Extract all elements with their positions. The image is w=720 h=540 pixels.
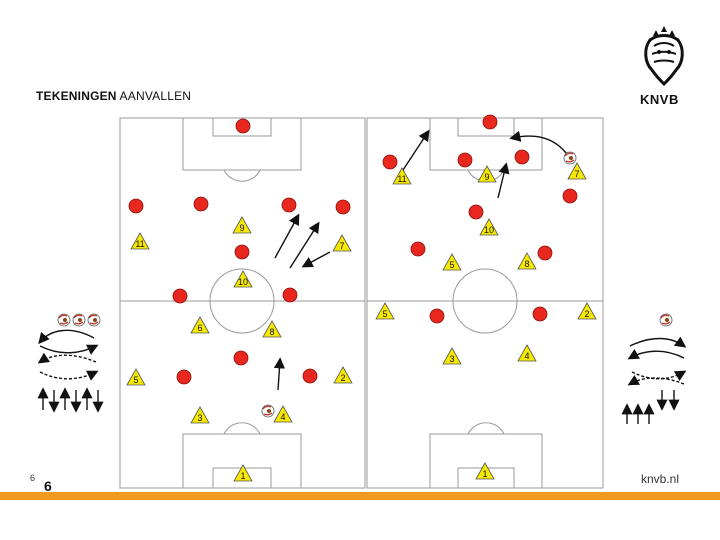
attacker-marker: 7 [332, 234, 352, 252]
attacker-number: 9 [239, 223, 244, 233]
attacker-marker: 6 [190, 316, 210, 334]
site-link[interactable]: knvb.nl [641, 472, 680, 486]
right-defenders [382, 114, 578, 324]
attacker-marker: 5 [126, 368, 146, 386]
attacker-number: 4 [280, 412, 285, 422]
page-title: TEKENINGEN AANVALLEN [36, 89, 191, 103]
attacker-marker: 10 [479, 218, 499, 236]
attacker-marker: 2 [333, 366, 353, 384]
attacker-number: 3 [197, 413, 202, 423]
attacker-number: 11 [397, 174, 406, 184]
attacker-marker: 3 [442, 347, 462, 365]
attacker-number: 7 [339, 241, 344, 251]
attacker-number: 6 [197, 323, 202, 333]
knvb-wordmark: KNVB [640, 92, 679, 107]
attacker-marker: 10 [233, 270, 253, 288]
football-icon [659, 313, 673, 327]
attacker-marker: 11 [392, 167, 412, 185]
page-number: 6 [44, 478, 52, 494]
legend-right [621, 336, 687, 424]
attacker-number: 8 [269, 327, 274, 337]
attacker-marker: 5 [375, 302, 395, 320]
attacker-marker: 4 [273, 405, 293, 423]
attacker-marker: 11 [130, 232, 150, 250]
page-number-small: 6 [30, 473, 36, 483]
attacker-marker: 8 [262, 320, 282, 338]
footer-bar [0, 492, 720, 500]
attacker-number: 1 [482, 469, 487, 479]
attacker-marker: 9 [232, 216, 252, 234]
football-icon [261, 404, 275, 418]
attacker-marker: 5 [442, 253, 462, 271]
football-icon [72, 313, 86, 327]
football-icon [87, 313, 101, 327]
attacker-marker: 9 [477, 165, 497, 183]
legend-left [37, 329, 104, 413]
attacker-marker: 1 [475, 462, 495, 480]
attacker-marker: 1 [233, 464, 253, 482]
attacker-number: 3 [449, 354, 454, 364]
attacker-marker: 8 [517, 252, 537, 270]
right-attackers: 11 9 7 10 5 8 5 2 3 4 1 [375, 162, 597, 480]
attacker-number: 11 [135, 239, 144, 249]
attacker-number: 5 [449, 260, 454, 270]
left-pitch [119, 117, 366, 489]
attacker-number: 2 [584, 309, 589, 319]
page-title-rest: AANVALLEN [116, 89, 192, 103]
football-icon [563, 151, 577, 165]
attacker-number: 10 [484, 225, 494, 235]
football-icon [57, 313, 71, 327]
attacker-marker: 2 [577, 302, 597, 320]
attacker-marker: 7 [567, 162, 587, 180]
attacker-number: 5 [382, 309, 387, 319]
page-title-bold: TEKENINGEN [36, 89, 117, 103]
attacker-number: 10 [238, 277, 248, 287]
attacker-number: 2 [340, 373, 345, 383]
attacker-number: 7 [574, 169, 579, 179]
attacker-marker: 3 [190, 406, 210, 424]
knvb-lion-logo [644, 26, 684, 87]
left-defenders [128, 118, 351, 385]
attacker-number: 8 [524, 259, 529, 269]
attacker-number: 5 [133, 375, 138, 385]
attacker-number: 1 [240, 471, 245, 481]
attacker-marker: 4 [517, 344, 537, 362]
attacker-number: 9 [484, 172, 489, 182]
attacker-number: 4 [524, 351, 529, 361]
